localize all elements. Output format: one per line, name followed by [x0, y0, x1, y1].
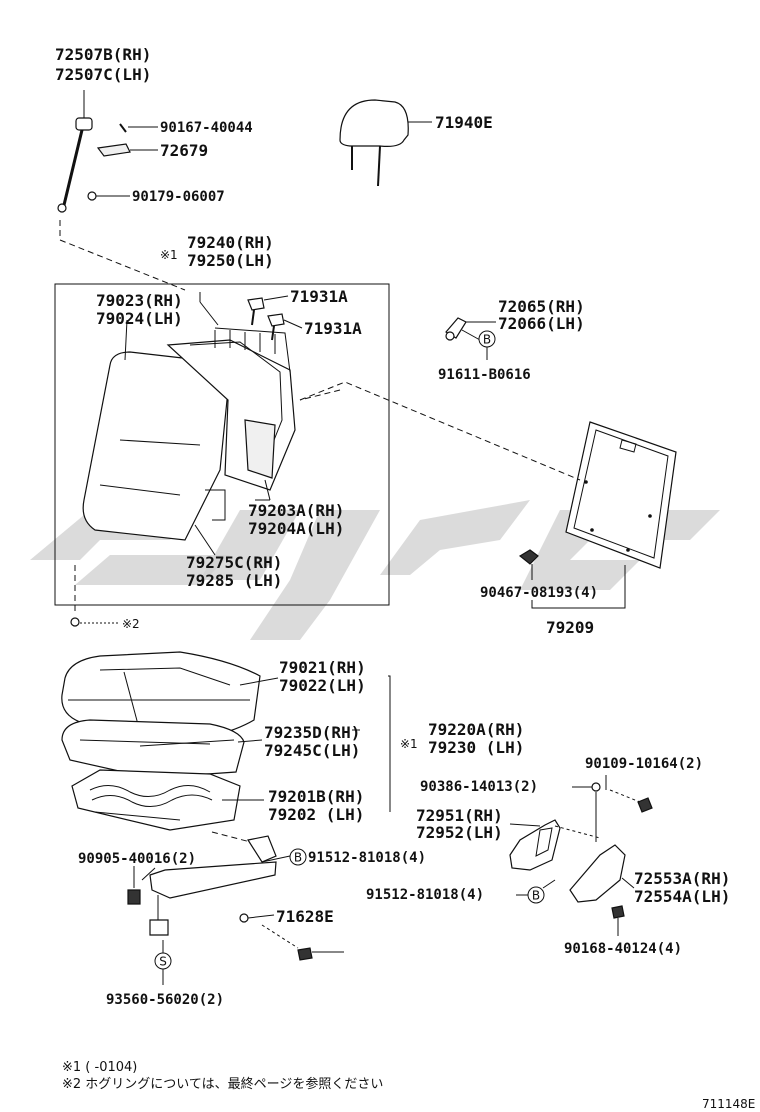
label-bolt-b1: 91512-81018(4) — [308, 850, 426, 866]
shield-part — [569, 844, 635, 936]
label-headrest-stay-rh: 72507B(RH) — [55, 45, 151, 64]
label-cushion-pad-lh: 79245C(LH) — [264, 741, 360, 760]
label-seatback-pad-lh: 79285 (LH) — [186, 571, 282, 590]
note1-mark-cushion: ※1 — [400, 737, 418, 751]
label-headrest-stay-lh: 72507C(LH) — [55, 65, 151, 84]
label-bolt-b2: 91512-81018(4) — [366, 887, 484, 903]
svg-text:B: B — [483, 333, 491, 347]
watermark-logo — [30, 500, 720, 640]
label-cushion-frame-lh: 79202 (LH) — [268, 805, 364, 824]
rail-washer-part — [239, 913, 275, 923]
label-knob-lh: 72066(LH) — [498, 314, 585, 333]
label-seatback-assy-rh: 79240(RH) — [187, 233, 274, 252]
s-mark-ring: S — [154, 952, 172, 970]
label-bolt-top: 90109-10164(2) — [585, 756, 703, 772]
cushion-cover-part — [61, 651, 261, 743]
footnote-1: ※1 ( -0104) — [62, 1060, 137, 1075]
label-screw-bottom: 90168-40124(4) — [564, 941, 682, 957]
label-bolt-mid: 90386-14013(2) — [420, 779, 538, 795]
label-cushion-pad-rh: 79235D(RH) — [264, 723, 360, 742]
bolt-mid-part — [572, 782, 601, 842]
label-guide-1: 71931A — [290, 287, 348, 306]
bottom-bolt-part — [261, 924, 344, 961]
b-mark-hinge: B — [527, 886, 545, 904]
board-bracket-line — [531, 565, 626, 609]
note2-mark-hogring: ※2 — [122, 617, 140, 631]
seatback-group-box — [54, 283, 390, 606]
label-seatback-frame-lh: 79204A(LH) — [248, 519, 344, 538]
dash-stay-to-back — [59, 220, 186, 291]
label-back-board: 79209 — [546, 618, 594, 637]
headrest-part — [339, 99, 432, 187]
label-knob-rh: 72065(RH) — [498, 297, 585, 316]
footnote-2: ※2 ホグリングについては、最終ページを参照ください — [62, 1076, 383, 1092]
label-headrest: 71940E — [435, 113, 493, 132]
diagram-code: 711148E — [702, 1097, 755, 1111]
label-ring: 93560-56020(2) — [106, 992, 224, 1008]
headrest-stay-part — [57, 90, 93, 213]
label-board-screw: 90467-08193(4) — [480, 585, 598, 601]
label-guide-2: 71931A — [304, 319, 362, 338]
rail-part — [141, 831, 291, 936]
screw-a-part — [119, 123, 158, 133]
label-shield-rh: 72553A(RH) — [634, 869, 730, 888]
dash-back-to-board — [299, 381, 581, 481]
label-cushion-assy-rh: 79220A(RH) — [428, 720, 524, 739]
label-clip-b: 91611-B0616 — [438, 367, 531, 383]
svg-text:B: B — [532, 889, 540, 903]
label-seatback-frame-rh: 79203A(RH) — [248, 501, 344, 520]
cushion-pad-part — [61, 719, 245, 779]
label-seatback-assy-lh: 79250(LH) — [187, 251, 274, 270]
label-seatback-cover-rh: 79023(RH) — [96, 291, 183, 310]
bolt-top-part — [605, 775, 653, 813]
knob-part — [445, 317, 496, 360]
label-rail: 71628E — [276, 907, 334, 926]
cushion-frame-part — [71, 769, 241, 831]
label-seatback-cover-lh: 79024(LH) — [96, 309, 183, 328]
back-board-part — [565, 421, 677, 569]
b-mark-rail: B — [289, 848, 307, 866]
hinge-part — [509, 819, 601, 871]
label-shield-lh: 72554A(LH) — [634, 887, 730, 906]
label-clip-2: 90905-40016(2) — [78, 851, 196, 867]
svg-text:B: B — [294, 851, 302, 865]
label-hinge-rh: 72951(RH) — [416, 806, 503, 825]
seatback-part — [82, 327, 296, 541]
b-mark-knob: B — [478, 330, 496, 348]
svg-text:S: S — [159, 955, 167, 969]
guide-parts — [247, 295, 303, 341]
label-screw-a: 90167-40044 — [160, 120, 253, 136]
label-cushion-frame-rh: 79201B(RH) — [268, 787, 364, 806]
nut-a-part — [87, 191, 130, 201]
board-screw-part — [518, 549, 539, 580]
bracket-a-part — [96, 143, 158, 157]
clip-2-part — [127, 866, 141, 905]
label-cushion-assy-lh: 79230 (LH) — [428, 738, 524, 757]
label-cushion-cover-lh: 79022(LH) — [279, 676, 366, 695]
label-cushion-cover-rh: 79021(RH) — [279, 658, 366, 677]
note1-mark-seatback: ※1 — [160, 248, 178, 262]
label-hinge-lh: 72952(LH) — [416, 823, 503, 842]
label-bracket-a: 72679 — [160, 141, 208, 160]
label-nut-a: 90179-06007 — [132, 189, 225, 205]
label-seatback-pad-rh: 79275C(RH) — [186, 553, 282, 572]
